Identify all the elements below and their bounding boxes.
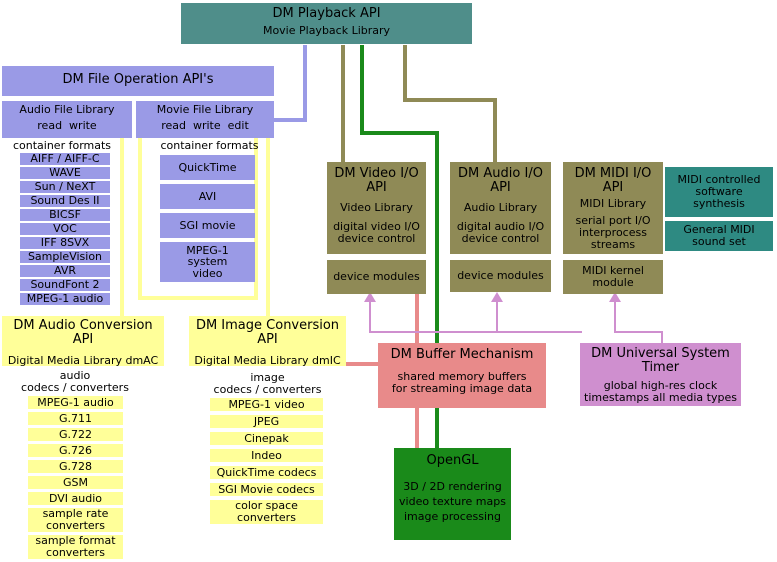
link-playback-opengl: [360, 45, 439, 448]
audio-format-item-9: SoundFont 2: [20, 279, 110, 291]
audio-formats-label: container formats: [12, 139, 112, 152]
movie-formats-label: container formats: [160, 139, 259, 152]
audio-codec-item-1: G.711: [28, 412, 123, 425]
audio-io-desc: digital audio I/O device control: [456, 219, 545, 245]
file-op-title: DM File Operation API's: [62, 72, 214, 87]
movie-file-library-box: Movie File Library read write edit: [136, 101, 274, 138]
audio-conversion-lib: Digital Media Library dmAC: [7, 353, 159, 367]
midi-io-desc: serial port I/O interprocess streams: [575, 213, 651, 251]
audio-format-item-2: Sun / NeXT: [20, 181, 110, 193]
image-codec-item-4: QuickTime codecs: [210, 466, 323, 479]
midi-sound-set-box: General MIDI sound set: [665, 221, 773, 251]
audio-codecs-label: audio codecs / converters: [21, 369, 129, 395]
midi-io-lib: MIDI Library: [579, 196, 647, 210]
buffer-mechanism-box: DM Buffer Mechanism shared memory buffer…: [378, 343, 546, 408]
image-conversion-lib: Digital Media Library dmIC: [194, 353, 341, 367]
arrow-midi: [609, 292, 621, 302]
movie-format-item-0: QuickTime: [160, 155, 255, 180]
audio-format-item-8: AVR: [20, 265, 110, 277]
buffer-desc: shared memory buffers for streaming imag…: [391, 370, 533, 396]
audio-codec-item-6: DVI audio: [28, 492, 123, 505]
image-codec-item-1: JPEG: [210, 415, 323, 428]
link-moviefile-audioconv: [138, 138, 258, 300]
audio-codec-item-4: G.728: [28, 460, 123, 473]
audio-io-lib: Audio Library: [463, 200, 538, 214]
video-device-modules: device modules: [327, 260, 426, 294]
movie-format-item-1: AVI: [160, 184, 255, 209]
audio-codec-item-0: MPEG-1 audio: [28, 396, 123, 409]
arrow-audio: [491, 292, 503, 302]
playback-api-box: DM Playback API Movie Playback Library: [181, 3, 472, 44]
midi-kernel-module-label: MIDI kernel module: [582, 263, 644, 289]
audio-file-library-title: Audio File Library: [19, 103, 115, 116]
link-timer-video: [369, 300, 582, 333]
image-codec-item-5: SGI Movie codecs: [210, 483, 323, 496]
audio-codec-item-7: sample rate converters: [28, 508, 123, 532]
opengl-desc: 3D / 2D rendering video texture maps ima…: [399, 480, 506, 523]
audio-codec-item-3: G.726: [28, 444, 123, 457]
audio-codec-item-5: GSM: [28, 476, 123, 489]
video-io-box: DM Video I/O API Video Library digital v…: [327, 162, 426, 254]
audio-device-modules: device modules: [450, 260, 551, 292]
link-playback-audio: [403, 45, 497, 162]
audio-format-item-1: WAVE: [20, 167, 110, 179]
video-io-lib: Video Library: [340, 200, 413, 214]
audio-conversion-title: DM Audio Conversion API: [13, 318, 153, 348]
audio-format-item-7: SampleVision: [20, 251, 110, 263]
midi-io-title: DM MIDI I/O API: [574, 166, 652, 196]
audio-format-item-6: IFF 8SVX: [20, 237, 110, 249]
link-playback-fileop: [274, 45, 307, 122]
midi-synthesis-label: MIDI controlled software synthesis: [677, 172, 761, 211]
audio-format-item-0: AIFF / AIFF-C: [20, 153, 110, 165]
midi-kernel-module: MIDI kernel module: [563, 260, 663, 294]
image-codec-item-0: MPEG-1 video: [210, 398, 323, 411]
arrow-video: [364, 292, 376, 302]
image-conversion-title: DM Image Conversion API: [195, 318, 340, 348]
movie-format-item-2: SGI movie: [160, 213, 255, 238]
audio-format-item-10: MPEG-1 audio: [20, 293, 110, 305]
audio-io-box: DM Audio I/O API Audio Library digital a…: [450, 162, 551, 254]
audio-conversion-box: DM Audio Conversion API Digital Media Li…: [2, 316, 164, 366]
timer-title: DM Universal System Timer: [591, 346, 730, 376]
movie-file-library-title: Movie File Library: [156, 103, 254, 116]
video-device-modules-label: device modules: [333, 269, 420, 283]
video-io-desc: digital video I/O device control: [333, 219, 420, 245]
opengl-title: OpenGL: [426, 453, 479, 468]
audio-codec-item-2: G.722: [28, 428, 123, 441]
audio-format-item-3: Sound Des II: [20, 195, 110, 207]
playback-subtitle: Movie Playback Library: [262, 24, 391, 38]
image-conversion-box: DM Image Conversion API Digital Media Li…: [189, 316, 346, 366]
playback-title: DM Playback API: [272, 6, 381, 21]
movie-format-item-3: MPEG-1 system video: [160, 242, 255, 282]
audio-device-modules-label: device modules: [457, 268, 544, 282]
audio-codec-item-8: sample format converters: [28, 535, 123, 559]
audio-file-library-box: Audio File Library read write: [2, 101, 132, 138]
system-timer-box: DM Universal System Timer global high-re…: [580, 343, 741, 406]
file-op-api-box: DM File Operation API's: [2, 66, 274, 96]
movie-file-library-ops: read write edit: [161, 119, 249, 133]
buffer-title: DM Buffer Mechanism: [390, 347, 534, 362]
midi-synthesis-box: MIDI controlled software synthesis: [665, 167, 773, 217]
image-codec-item-3: Indeo: [210, 449, 323, 462]
image-codecs-label: image codecs / converters: [213, 371, 322, 397]
midi-io-box: DM MIDI I/O API MIDI Library serial port…: [563, 162, 663, 254]
image-codec-item-6: color space converters: [210, 500, 323, 524]
timer-desc: global high-res clock timestamps all med…: [584, 378, 737, 404]
audio-format-item-5: VOC: [20, 223, 110, 235]
opengl-box: OpenGL 3D / 2D rendering video texture m…: [394, 448, 511, 540]
image-codec-item-2: Cinepak: [210, 432, 323, 445]
audio-format-item-4: BICSF: [20, 209, 110, 221]
video-io-title: DM Video I/O API: [334, 166, 419, 196]
audio-file-library-ops: read write: [37, 119, 97, 133]
audio-io-title: DM Audio I/O API: [458, 166, 543, 196]
midi-sound-set-label: General MIDI sound set: [683, 222, 755, 248]
link-timer-midi: [614, 300, 663, 343]
